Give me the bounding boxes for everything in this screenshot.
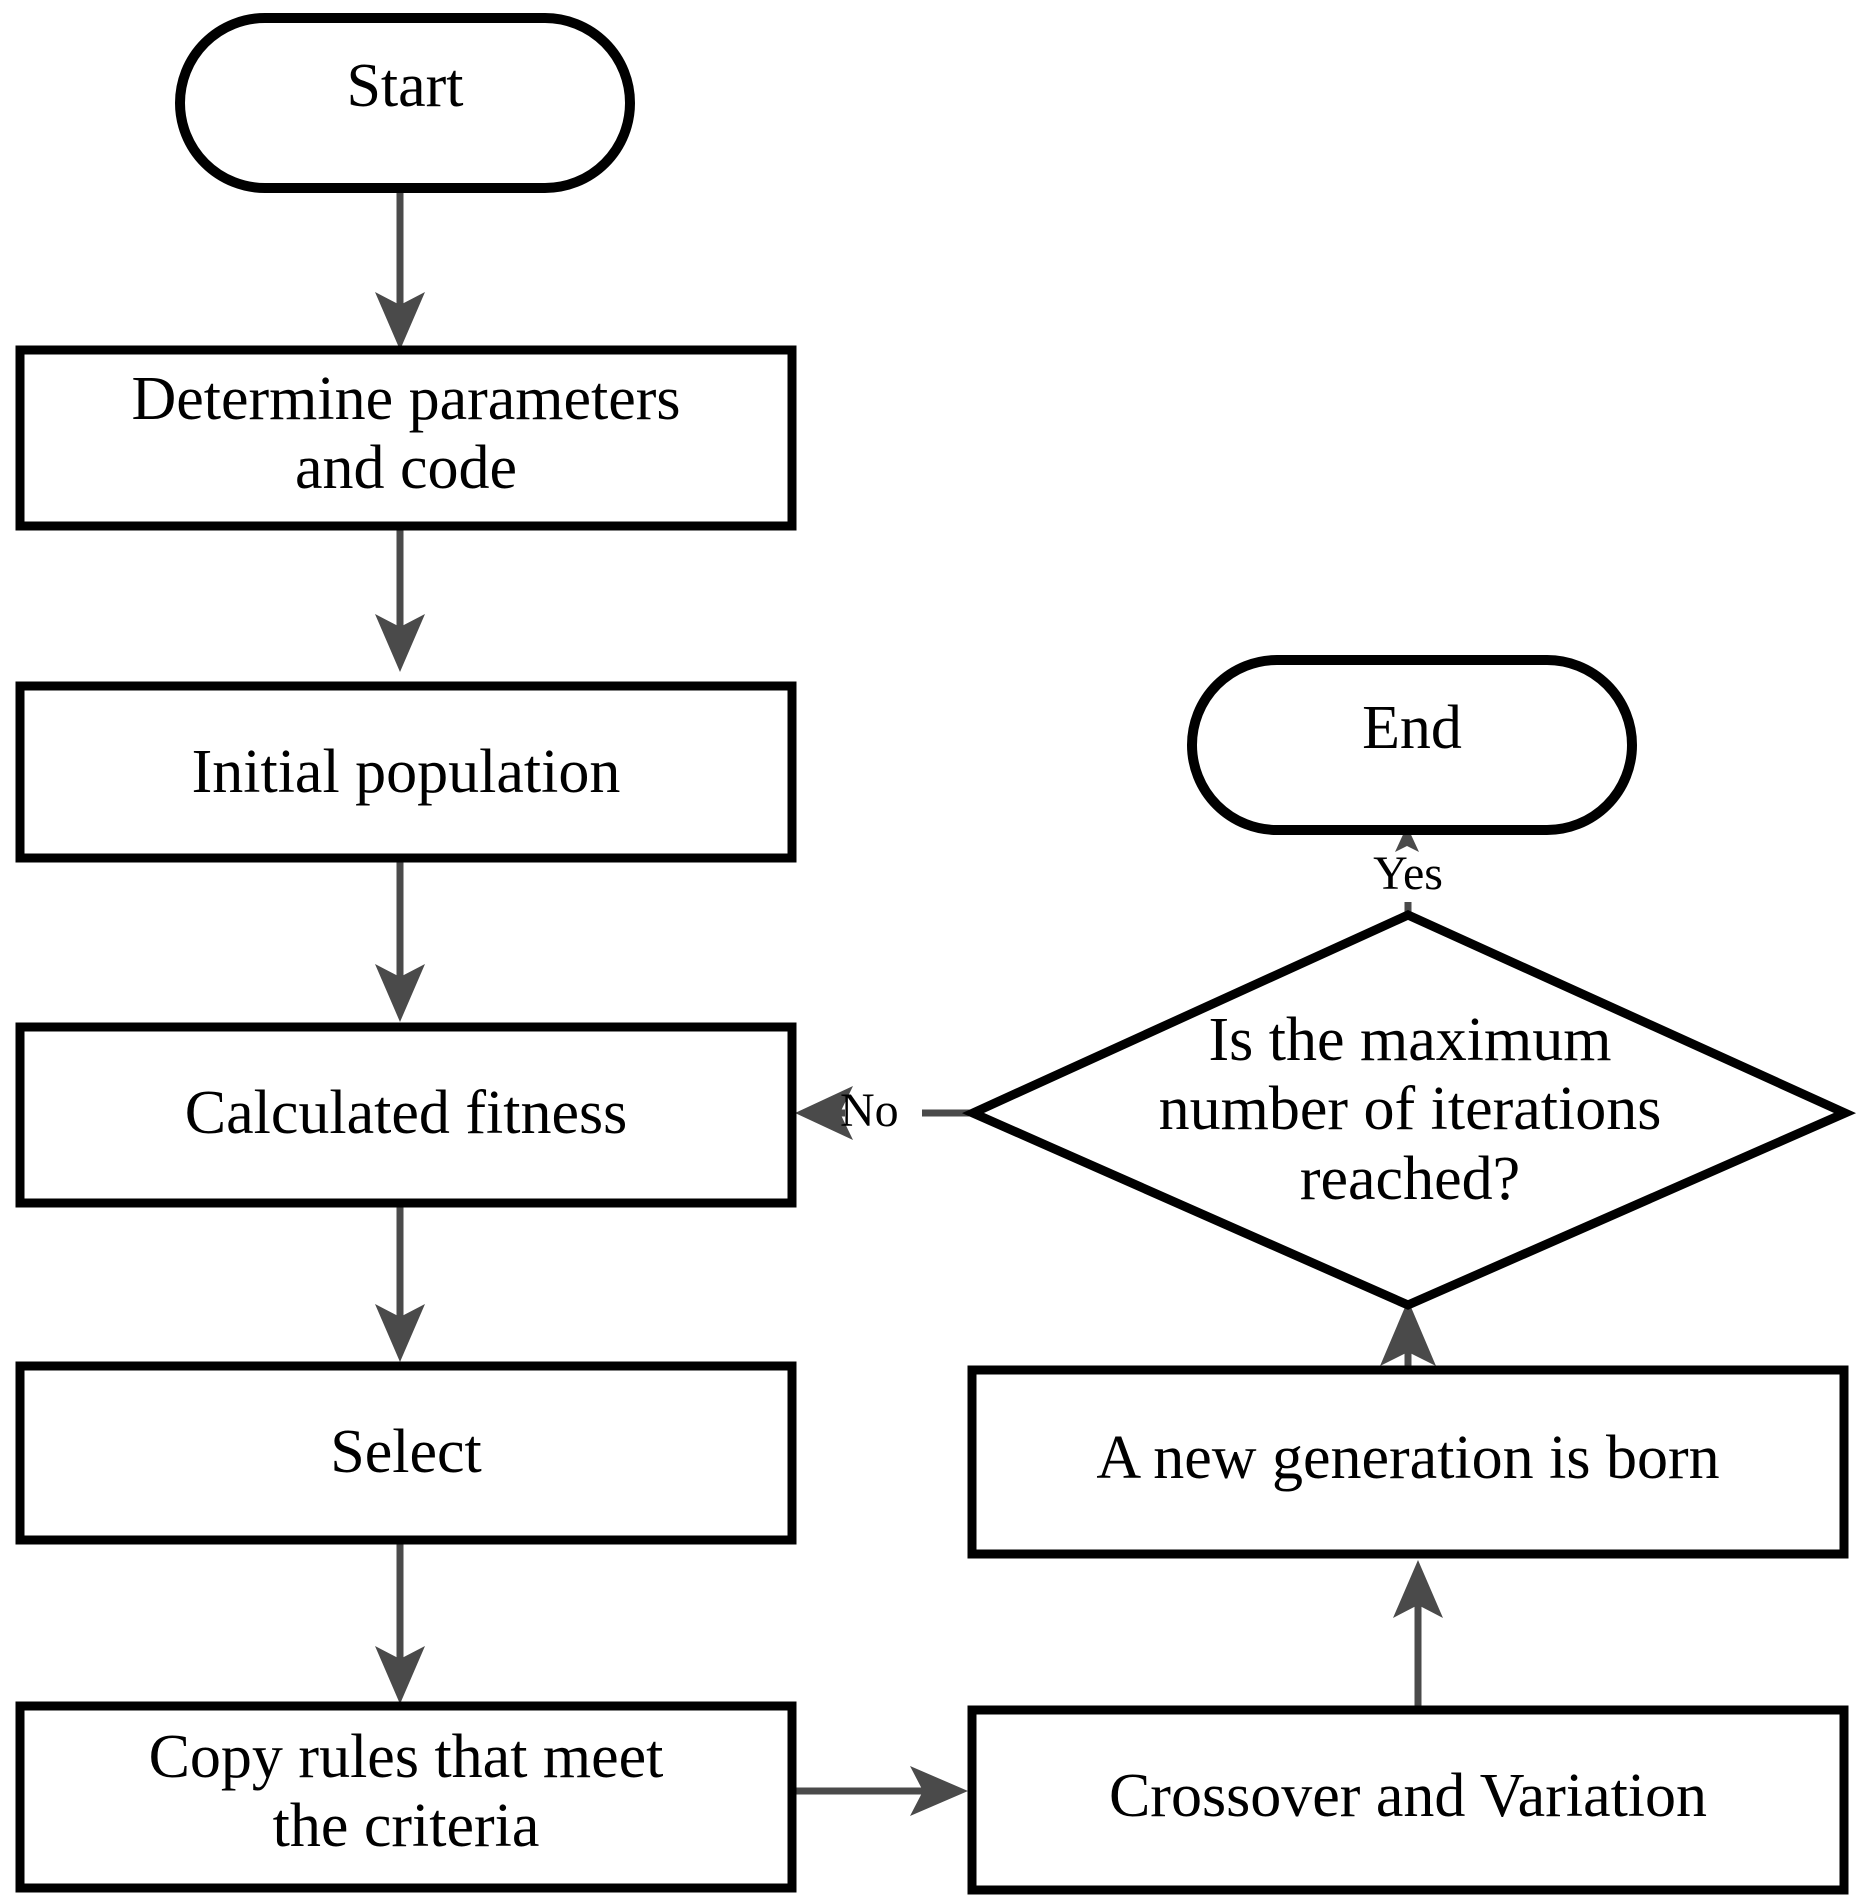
- node-initial-population[interactable]: [15, 681, 797, 863]
- edge-select-to-copy: [375, 1540, 425, 1704]
- node-end[interactable]: [1187, 655, 1637, 835]
- node-crossover-variation-hit[interactable]: [972, 1710, 1844, 1890]
- node-start-hit[interactable]: [180, 18, 630, 188]
- edge-decision-to-fitness: [795, 1086, 973, 1140]
- node-select-hit[interactable]: [20, 1366, 792, 1540]
- node-determine-parameters[interactable]: [15, 345, 797, 531]
- edge-fitness-to-select: [375, 1203, 425, 1362]
- node-decision-max-iterations[interactable]: [961, 910, 1857, 1310]
- edge-newgen-to-decision: [1380, 1300, 1436, 1368]
- node-determine-parameters-hit[interactable]: [20, 350, 792, 526]
- node-copy-rules-hit[interactable]: [20, 1706, 792, 1888]
- edge-decision-to-end: [1395, 826, 1419, 912]
- node-crossover-variation[interactable]: [967, 1705, 1849, 1895]
- edge-start-to-determine: [375, 188, 425, 350]
- edge-determine-to-initial: [375, 526, 425, 672]
- node-end-hit[interactable]: [1192, 660, 1632, 830]
- node-start[interactable]: [175, 13, 635, 193]
- edge-crossover-to-newgen: [1393, 1560, 1443, 1710]
- node-initial-population-hit[interactable]: [20, 686, 792, 858]
- node-new-generation[interactable]: [967, 1365, 1849, 1559]
- node-decision-max-iterations-hit[interactable]: [973, 915, 1845, 1305]
- node-copy-rules[interactable]: [15, 1701, 797, 1893]
- edge-initial-to-fitness: [375, 858, 425, 1022]
- node-calculated-fitness-hit[interactable]: [20, 1027, 792, 1203]
- node-select[interactable]: [15, 1361, 797, 1545]
- node-new-generation-hit[interactable]: [972, 1370, 1844, 1554]
- node-calculated-fitness[interactable]: [15, 1022, 797, 1208]
